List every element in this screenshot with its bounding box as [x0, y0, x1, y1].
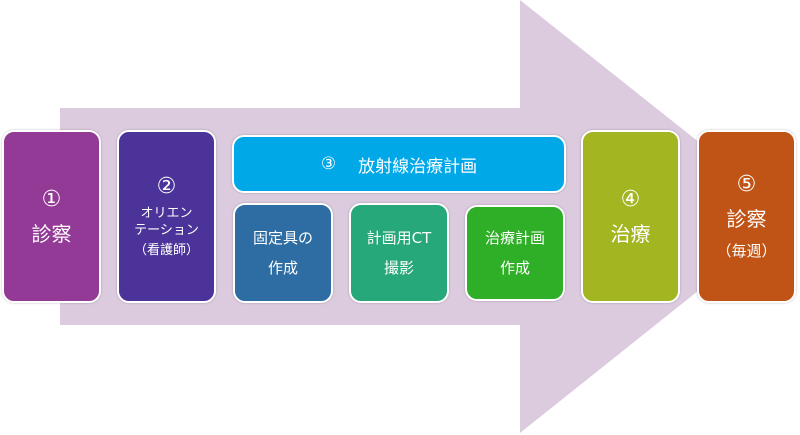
step-1-title: 診察: [31, 221, 72, 246]
step-1-box: ① 診察: [2, 130, 101, 303]
step-4-number: ④: [620, 186, 641, 212]
step-1-number: ①: [41, 186, 62, 212]
step-2-number: ②: [156, 174, 177, 199]
step-3-title: 放射線治療計画: [358, 156, 478, 177]
step-4-box: ④ 治療: [581, 130, 680, 303]
step-5-number: ⑤: [736, 172, 757, 197]
step-2-line-2: テーション: [134, 223, 199, 238]
step-2-line-1: オリエン: [140, 206, 193, 221]
substep-1-line-2: 作成: [267, 259, 298, 277]
step-4-title: 治療: [610, 221, 651, 246]
substep-ct: 計画用CT 撮影: [349, 203, 449, 303]
substep-3-line-1: 治療計画: [484, 229, 545, 247]
substep-3-line-2: 作成: [499, 259, 530, 277]
substep-2-line-1: 計画用CT: [366, 229, 432, 247]
step-3-number: ③: [320, 154, 337, 174]
step-5-title: 診察: [726, 207, 767, 231]
substep-2-line-2: 撮影: [383, 259, 414, 277]
substep-plan: 治療計画 作成: [465, 205, 565, 301]
step-2-line-3: （看護師）: [133, 243, 199, 258]
step-5-subtitle: （毎週）: [716, 242, 777, 260]
step-5-box: ⑤ 診察 （毎週）: [697, 130, 796, 303]
step-3-header: ③ 放射線治療計画: [232, 135, 566, 193]
step-2-box: ② オリエン テーション （看護師）: [117, 130, 216, 303]
substep-fixture: 固定具の 作成: [233, 203, 333, 303]
substep-1-line-1: 固定具の: [252, 229, 313, 247]
